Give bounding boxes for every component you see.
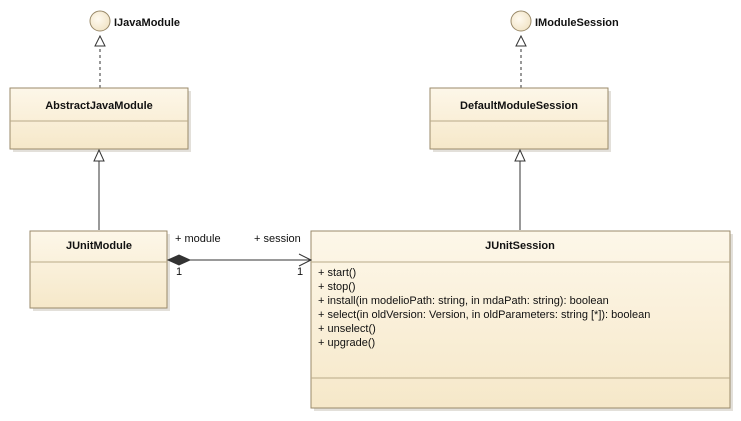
interface-ijavamodule-icon bbox=[89, 10, 111, 32]
generalization-arrowhead bbox=[93, 148, 105, 162]
class-box bbox=[9, 87, 189, 150]
generalization-junitmodule-abstractjavamodule bbox=[93, 148, 105, 230]
class-junitsession-name: JUnitSession bbox=[485, 240, 555, 252]
association-module-session: + module 1 + session 1 bbox=[166, 233, 313, 278]
class-box bbox=[29, 230, 168, 309]
association-target-role: + session bbox=[254, 233, 301, 245]
class-box bbox=[429, 87, 609, 150]
realization-arrowhead bbox=[94, 34, 106, 47]
operation-upgrade: + upgrade() bbox=[318, 337, 375, 349]
operation-start: + start() bbox=[318, 267, 356, 279]
interface-ijavamodule-name: IJavaModule bbox=[114, 17, 180, 29]
operation-stop: + stop() bbox=[318, 281, 356, 293]
class-junitmodule-name: JUnitModule bbox=[66, 240, 132, 252]
class-abstractjavamodule[interactable]: AbstractJavaModule bbox=[9, 87, 191, 152]
association-source-role: + module bbox=[175, 233, 221, 245]
interface-ijavamodule[interactable]: IJavaModule bbox=[89, 10, 180, 32]
class-abstractjavamodule-name: AbstractJavaModule bbox=[45, 100, 153, 112]
association-source-multiplicity: 1 bbox=[176, 266, 182, 278]
generalization-arrowhead bbox=[514, 148, 526, 162]
class-junitsession[interactable]: JUnitSession + start() + stop() + instal… bbox=[310, 230, 733, 411]
class-junitmodule[interactable]: JUnitModule bbox=[29, 230, 170, 311]
composition-diamond bbox=[166, 254, 192, 266]
realization-abstractjavamodule-ijavamodule bbox=[94, 34, 106, 88]
realization-defaultmodulesession-imodulesession bbox=[515, 34, 527, 88]
interface-imodulesession[interactable]: IModuleSession bbox=[510, 10, 619, 32]
class-defaultmodulesession[interactable]: DefaultModuleSession bbox=[429, 87, 611, 152]
interface-imodulesession-icon bbox=[510, 10, 532, 32]
association-target-multiplicity: 1 bbox=[297, 266, 303, 278]
operation-select: + select(in oldVersion: Version, in oldP… bbox=[318, 309, 650, 321]
realization-arrowhead bbox=[515, 34, 527, 47]
class-defaultmodulesession-name: DefaultModuleSession bbox=[460, 100, 578, 112]
interface-imodulesession-name: IModuleSession bbox=[535, 17, 619, 29]
operation-unselect: + unselect() bbox=[318, 323, 376, 335]
generalization-junitsession-defaultmodulesession bbox=[514, 148, 526, 230]
operation-install: + install(in modelioPath: string, in mda… bbox=[318, 295, 609, 307]
navigability-arrowhead bbox=[298, 253, 313, 267]
